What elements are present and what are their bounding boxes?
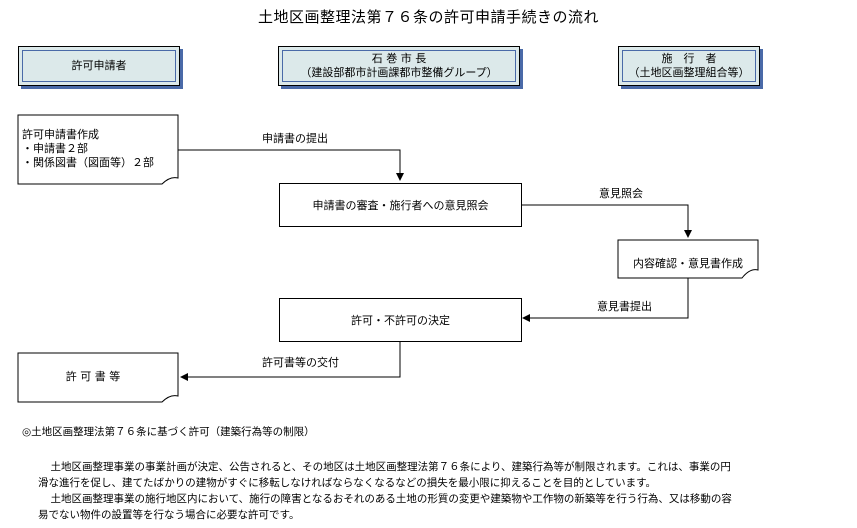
application-document-shape [17,114,179,185]
edge-submit-line [178,149,404,181]
notes-para1-line2: 滑な進行を促し、建てたばかりの建物がすぐに移転しなければならなくなるなどの損失を… [38,477,657,489]
review-label: 申請書の審査・施行者への意見照会 [312,199,489,212]
permit-label: 許 可 書 等 [65,370,121,383]
edge-issue-label: 許可書等の交付 [262,356,339,369]
header-enforcer: 施 行 者 （土地区画整理組合等） [618,46,760,86]
confirm-label: 内容確認・意見書作成 [633,257,743,270]
edge-inquiry-line [520,204,692,238]
notes-body: 土地区画整理事業の事業計画が決定、公告されると、その地区は土地区画整理法第７６条… [38,459,850,523]
application-doc-line1: 許可申請書作成 [22,128,99,141]
application-doc-line2: ・申請書２部 [22,142,88,155]
application-doc-line3: ・関係図書（図面等）２部 [22,156,154,169]
notes-para2-line1: 土地区画整理事業の施行地区内において、施行の障害となるおそれのある土地の形質の変… [40,493,732,505]
decision-box: 許可・不許可の決定 [279,298,522,342]
header-applicant-label: 許可申請者 [71,59,127,72]
edge-inquiry-label: 意見照会 [599,187,643,200]
header-enforcer-title: 施 行 者 [661,52,717,65]
edge-submit-label: 申請書の提出 [262,132,328,145]
decision-label: 許可・不許可の決定 [351,314,450,327]
header-mayor-subtitle: （建設部都市計画課都市整備グループ） [300,66,498,79]
header-applicant: 許可申請者 [18,46,180,86]
notes-heading: ◎土地区画整理法第７６条に基づく許可（建築行為等の制限） [22,426,315,438]
notes-para1-line1: 土地区画整理事業の事業計画が決定、公告されると、その地区は土地区画整理法第７６条… [40,461,731,473]
header-enforcer-subtitle: （土地区画整理組合等） [628,66,750,79]
permit-document-shape [17,352,179,403]
page-title: 土地区画整理法第７６条の許可申請手続きの流れ [257,8,599,26]
edge-opinion-line [522,278,689,322]
review-box: 申請書の審査・施行者への意見照会 [279,183,522,227]
edge-issue-line [180,340,401,381]
header-mayor-title: 石 巻 市 長 [371,52,427,65]
notes-para2-line2: 易でない物件の設置等を行なう場合に必要な許可です。 [38,509,300,521]
header-mayor: 石 巻 市 長 （建設部都市計画課都市整備グループ） [278,46,520,86]
edge-opinion-label: 意見書提出 [597,300,652,313]
confirm-document-shape [617,239,759,279]
application-document: 許可申請書作成 ・申請書２部 ・関係図書（図面等）２部 [22,128,154,170]
